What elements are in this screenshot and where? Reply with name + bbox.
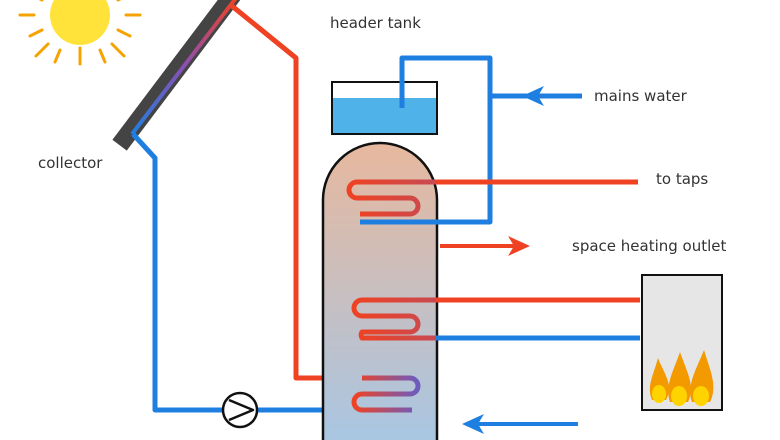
collector-panel (112, 0, 241, 151)
header-tank-label: header tank (330, 14, 421, 32)
solar-coil (351, 375, 421, 413)
mains-water-label: mains water (594, 87, 687, 105)
to-taps-label: to taps (656, 170, 709, 188)
boiler-coil (351, 297, 640, 341)
header-tank-feed-pipe (399, 55, 493, 108)
sun-icon (18, 0, 142, 66)
pump-icon (221, 391, 259, 429)
mains-water-arrow-icon (522, 86, 544, 106)
header-tank (331, 81, 438, 135)
taps-coil (346, 179, 638, 217)
space-heating-arrow-icon (440, 236, 530, 256)
collector-label: collector (38, 154, 103, 172)
boiler (641, 274, 723, 411)
flame-icon (649, 350, 714, 406)
collector-cold-pipe (131, 132, 222, 413)
cold-inlet-arrow-icon (462, 414, 578, 434)
space-heating-outlet-label: space heating outlet (572, 237, 727, 255)
hot-water-cylinder (321, 141, 439, 440)
